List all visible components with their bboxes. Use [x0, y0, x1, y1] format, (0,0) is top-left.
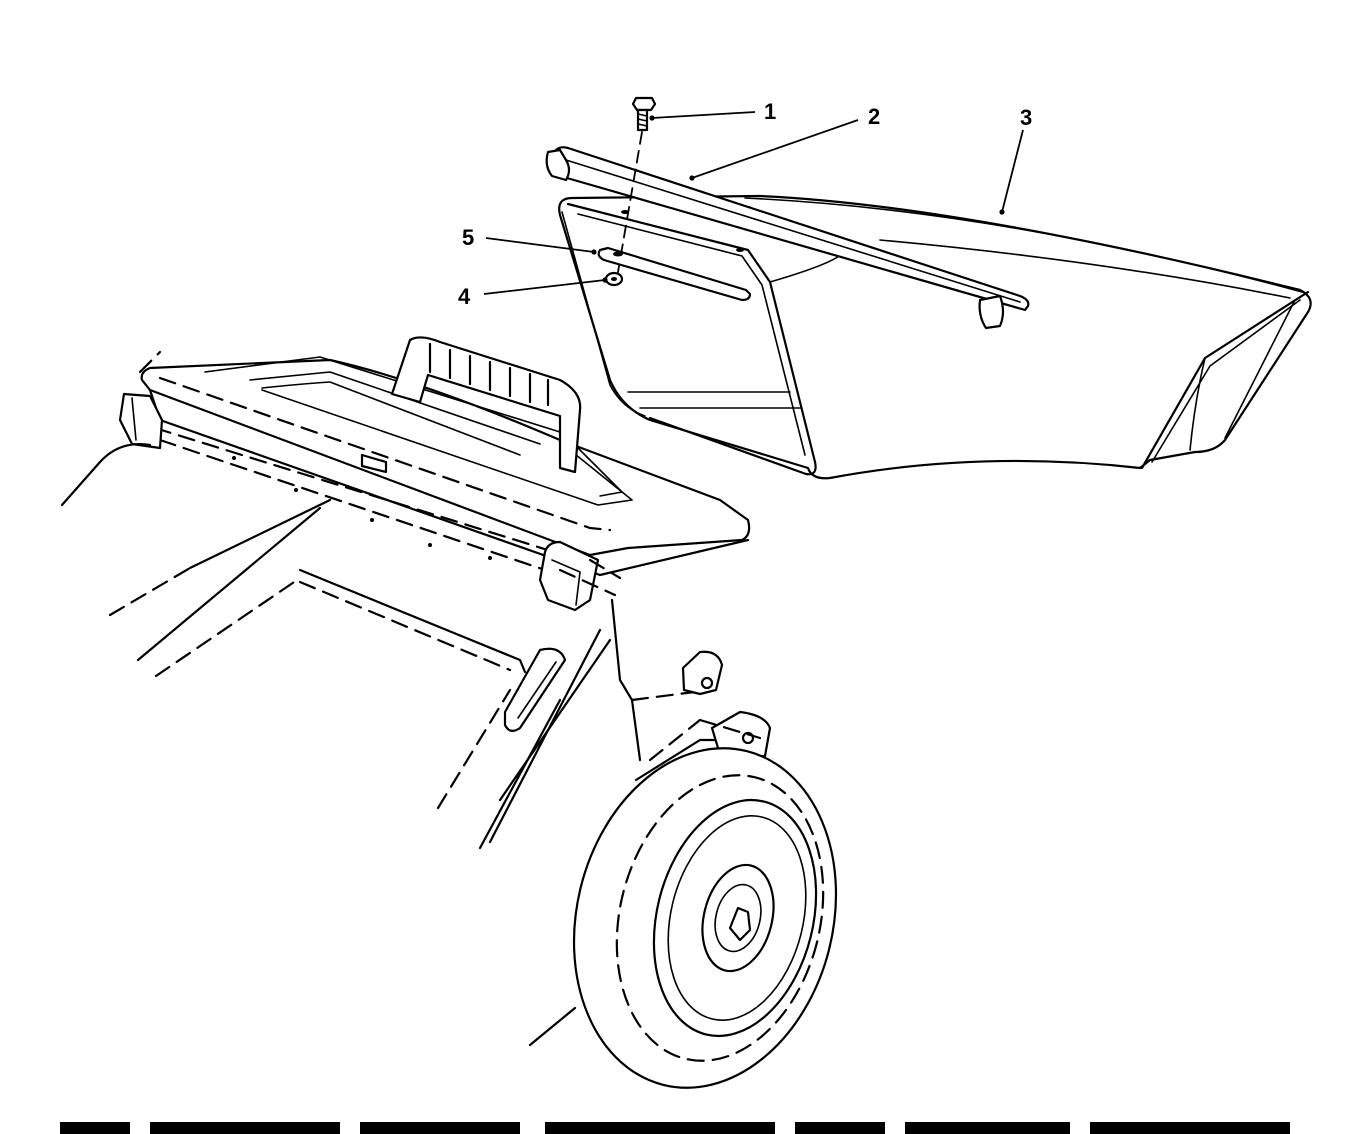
callout-4: 4	[458, 284, 471, 309]
bag-top-rod	[545, 146, 1030, 330]
rear-door-handle	[118, 336, 751, 612]
callout-labels: 1 2 3 4 5	[458, 99, 1032, 309]
callout-5: 5	[462, 225, 474, 250]
callout-1: 1	[764, 99, 776, 124]
callout-2: 2	[868, 104, 880, 129]
callout-leaders	[483, 111, 1024, 295]
grass-bag	[558, 194, 1312, 480]
lock-nut	[604, 271, 624, 287]
mower-deck	[60, 443, 772, 850]
retainer-strap	[597, 246, 752, 302]
callout-3: 3	[1020, 105, 1032, 130]
wheel	[528, 747, 838, 1089]
bolt	[617, 96, 657, 273]
cropped-caption-strip	[0, 1122, 1354, 1134]
